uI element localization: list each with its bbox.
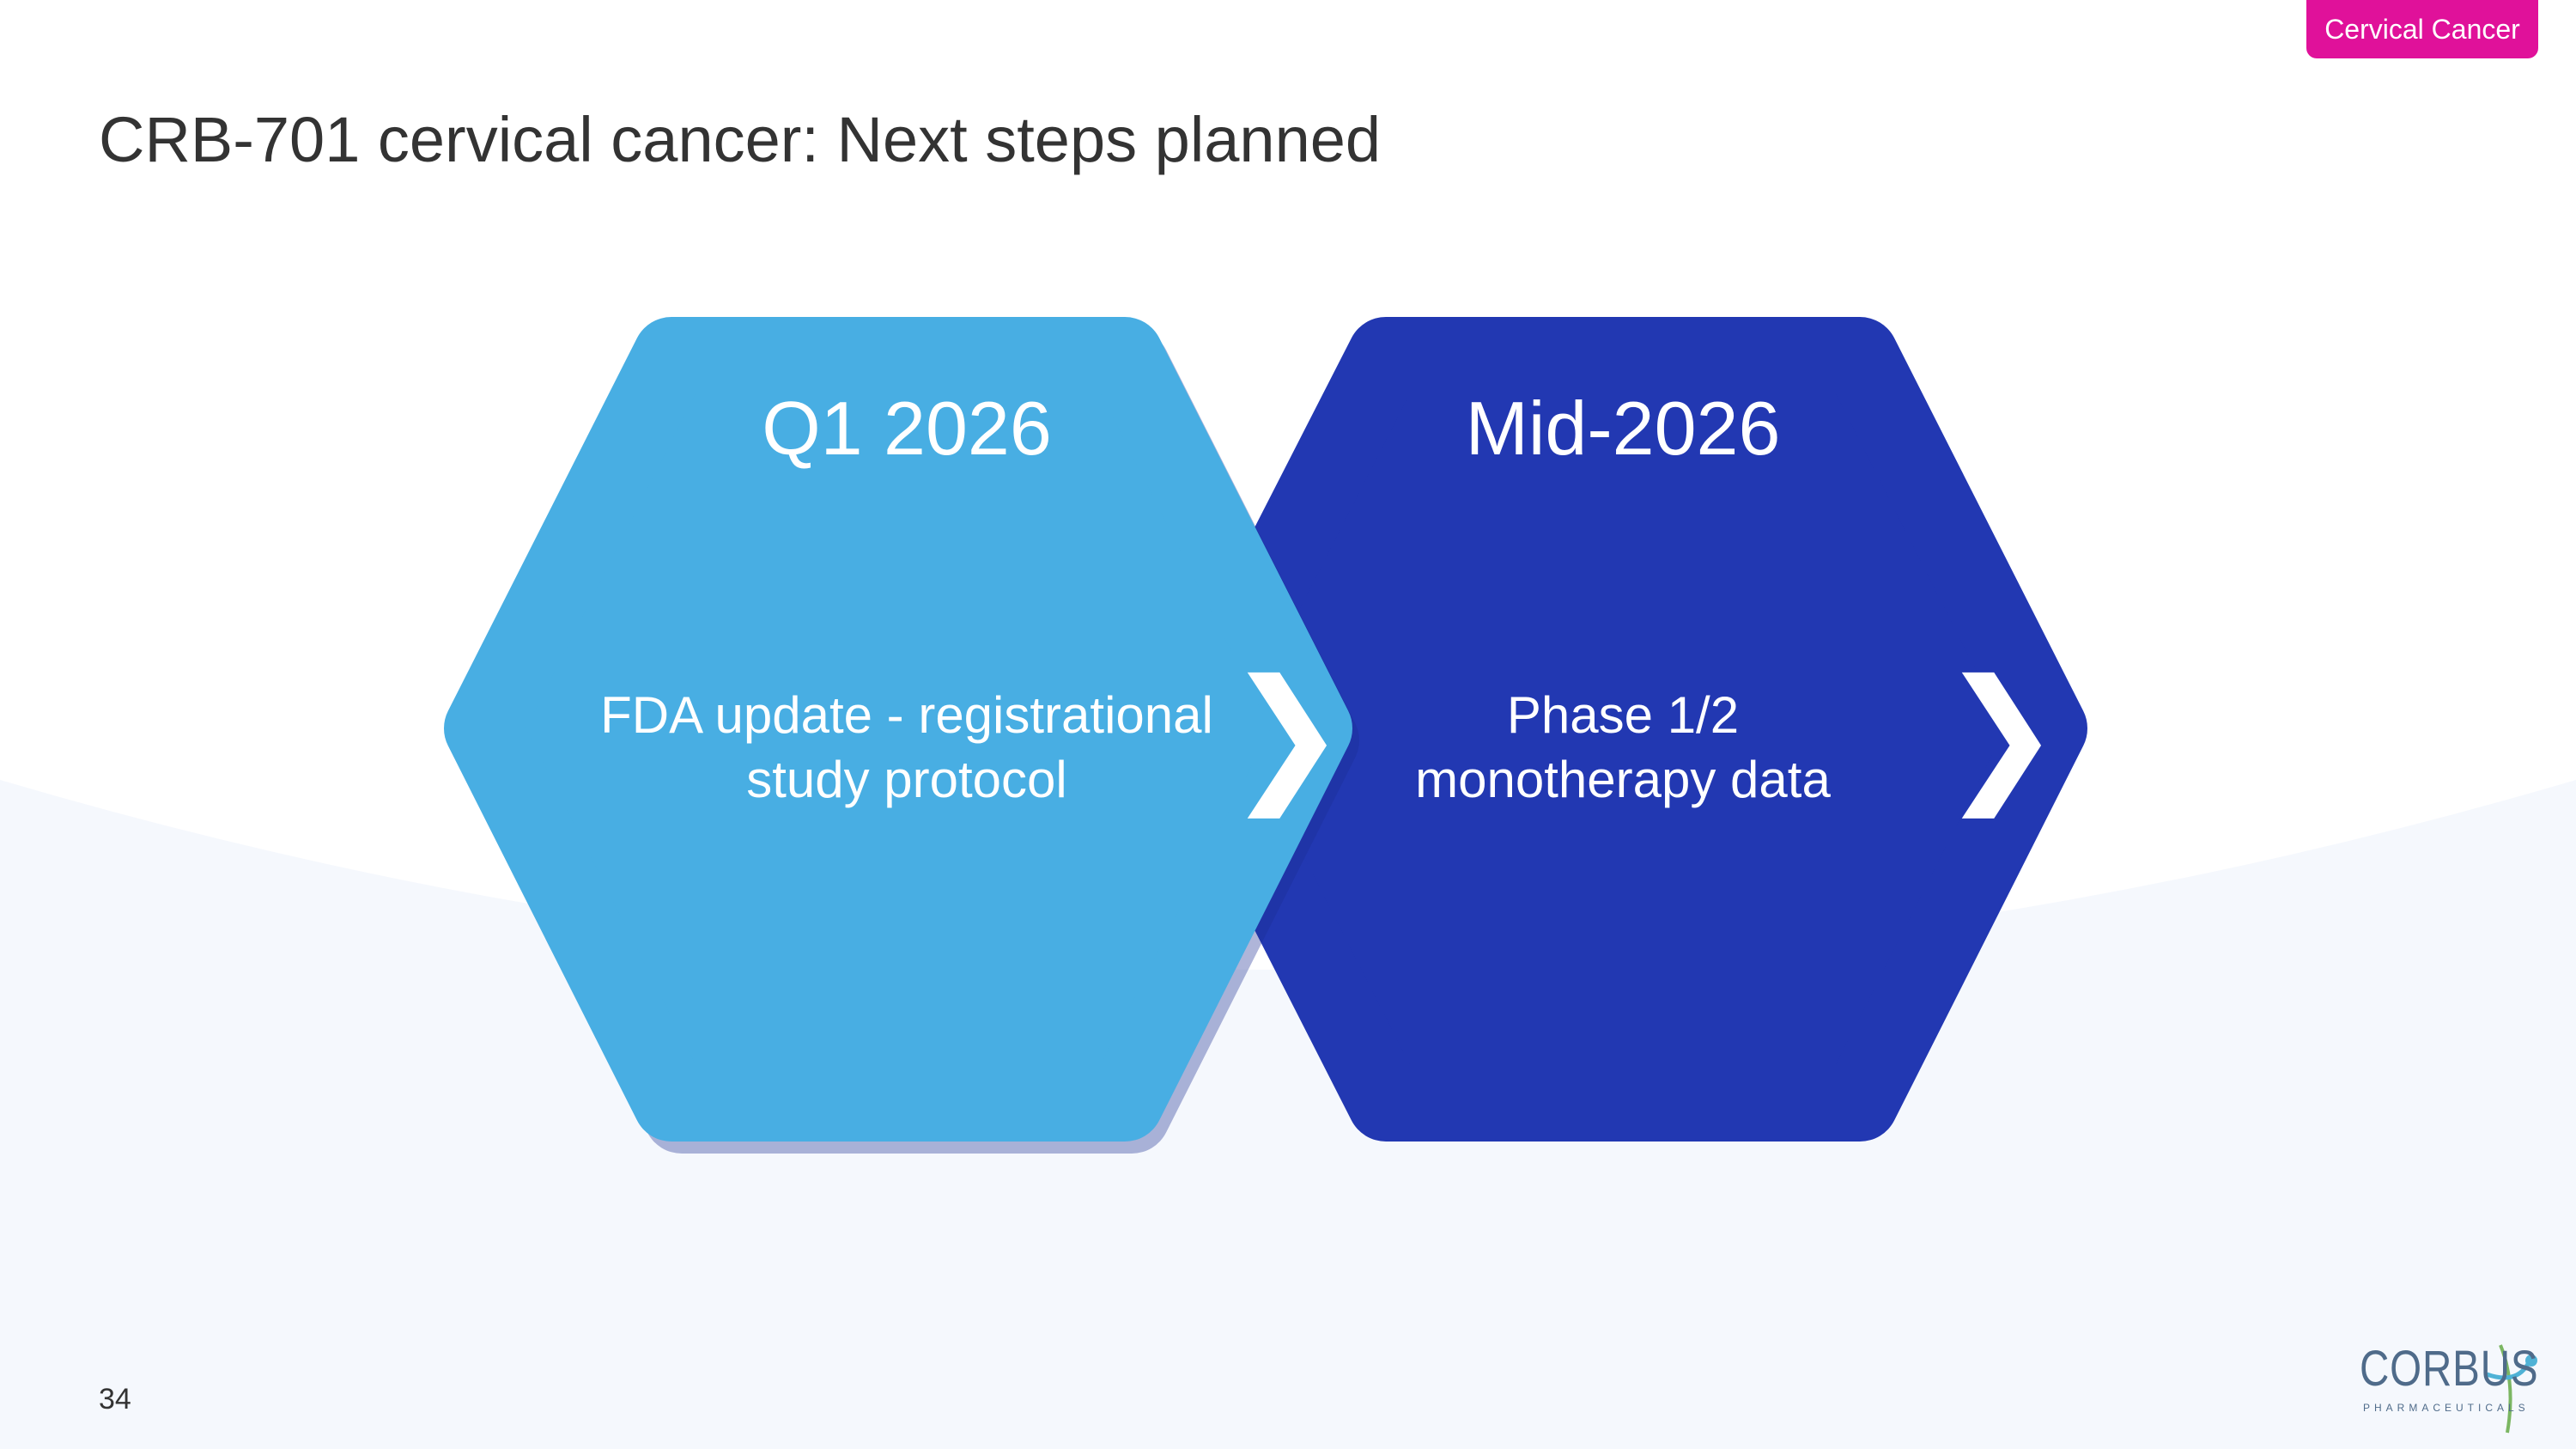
step-heading: Mid-2026 [1465, 386, 1781, 471]
step-heading: Q1 2026 [762, 386, 1052, 471]
step-body-line: FDA update - registrational [600, 686, 1213, 744]
chevron-right-icon: ❯ [1225, 648, 1347, 819]
logo-swoosh [2499, 1344, 2512, 1434]
step-body-line: monotherapy data [1415, 751, 1831, 808]
chevron-right-icon: ❯ [1940, 648, 2062, 819]
page-title: CRB-701 cervical cancer: Next steps plan… [99, 104, 1382, 175]
company-logo: CORBUS PHARMACEUTICALS [2360, 1336, 2538, 1431]
step-body-line: Phase 1/2 [1506, 686, 1740, 744]
section-tag: Cervical Cancer [2306, 0, 2538, 58]
section-tag-label: Cervical Cancer [2324, 13, 2520, 45]
step-body: Phase 1/2 monotherapy data [1322, 683, 1923, 812]
logo-dot [2525, 1355, 2537, 1367]
logo-tagline: PHARMACEUTICALS [2363, 1402, 2530, 1414]
logo-swoosh [2486, 1362, 2530, 1380]
step-body: FDA update - registrational study protoc… [563, 683, 1250, 812]
hexagon-q1-2026 [444, 317, 1352, 1142]
logo-wordmark: CORBUS [2360, 1341, 2539, 1397]
page-number: 34 [99, 1383, 131, 1416]
step-body-line: study protocol [746, 751, 1067, 808]
